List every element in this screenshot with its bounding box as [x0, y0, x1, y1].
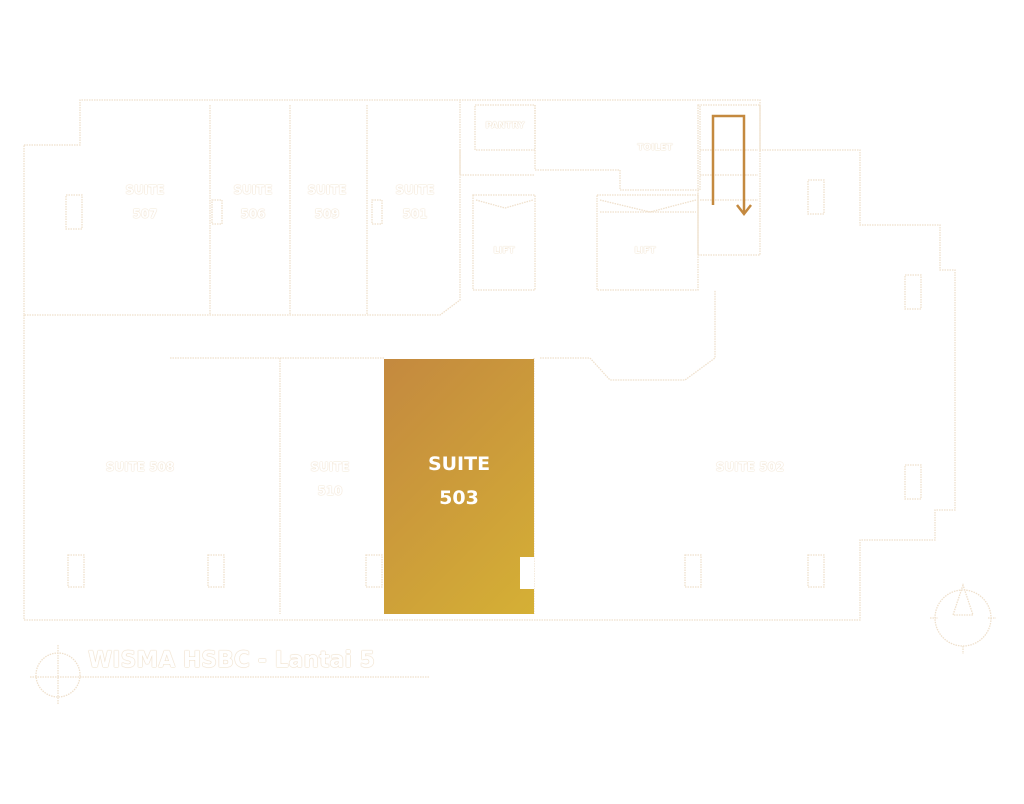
suite-503-line2: 503 — [439, 487, 479, 509]
suite-501-line2: 501 — [402, 207, 428, 221]
suite-503-highlighted[interactable]: SUITE 503 — [384, 359, 534, 614]
stair-arrow-icon — [711, 114, 746, 212]
location-marker-icon — [30, 645, 430, 705]
north-compass-icon — [930, 582, 996, 654]
floor-title: WISMA HSBC - Lantai 5 — [88, 648, 375, 673]
door-icon — [520, 557, 534, 589]
suite-506-line2: 506 — [240, 207, 266, 221]
suite-501-line1: SUITE — [395, 183, 435, 197]
lift-2-label: LIFT — [634, 246, 656, 256]
suite-510-label[interactable]: SUITE 510 — [295, 455, 365, 503]
suite-510-line2: 510 — [317, 484, 343, 498]
pantry-label: PANTRY — [485, 121, 525, 131]
suite-507-label[interactable]: SUITE 507 — [110, 178, 180, 226]
suite-507-line2: 507 — [132, 207, 158, 221]
suite-509-line1: SUITE — [307, 183, 347, 197]
suite-506-label[interactable]: SUITE 506 — [218, 178, 288, 226]
suite-506-line1: SUITE — [233, 183, 273, 197]
suite-503-line1: SUITE — [427, 453, 491, 475]
suite-510-line1: SUITE — [310, 460, 350, 474]
toilet-label: TOILET — [637, 143, 673, 153]
suite-501-label[interactable]: SUITE 501 — [380, 178, 450, 226]
suite-502-label[interactable]: SUITE 502 — [715, 460, 785, 474]
suite-509-line2: 509 — [314, 207, 340, 221]
suite-509-label[interactable]: SUITE 509 — [292, 178, 362, 226]
lift-1-label: LIFT — [493, 246, 515, 256]
suite-507-line1: SUITE — [125, 183, 165, 197]
suite-508-label[interactable]: SUITE 508 — [105, 460, 175, 474]
